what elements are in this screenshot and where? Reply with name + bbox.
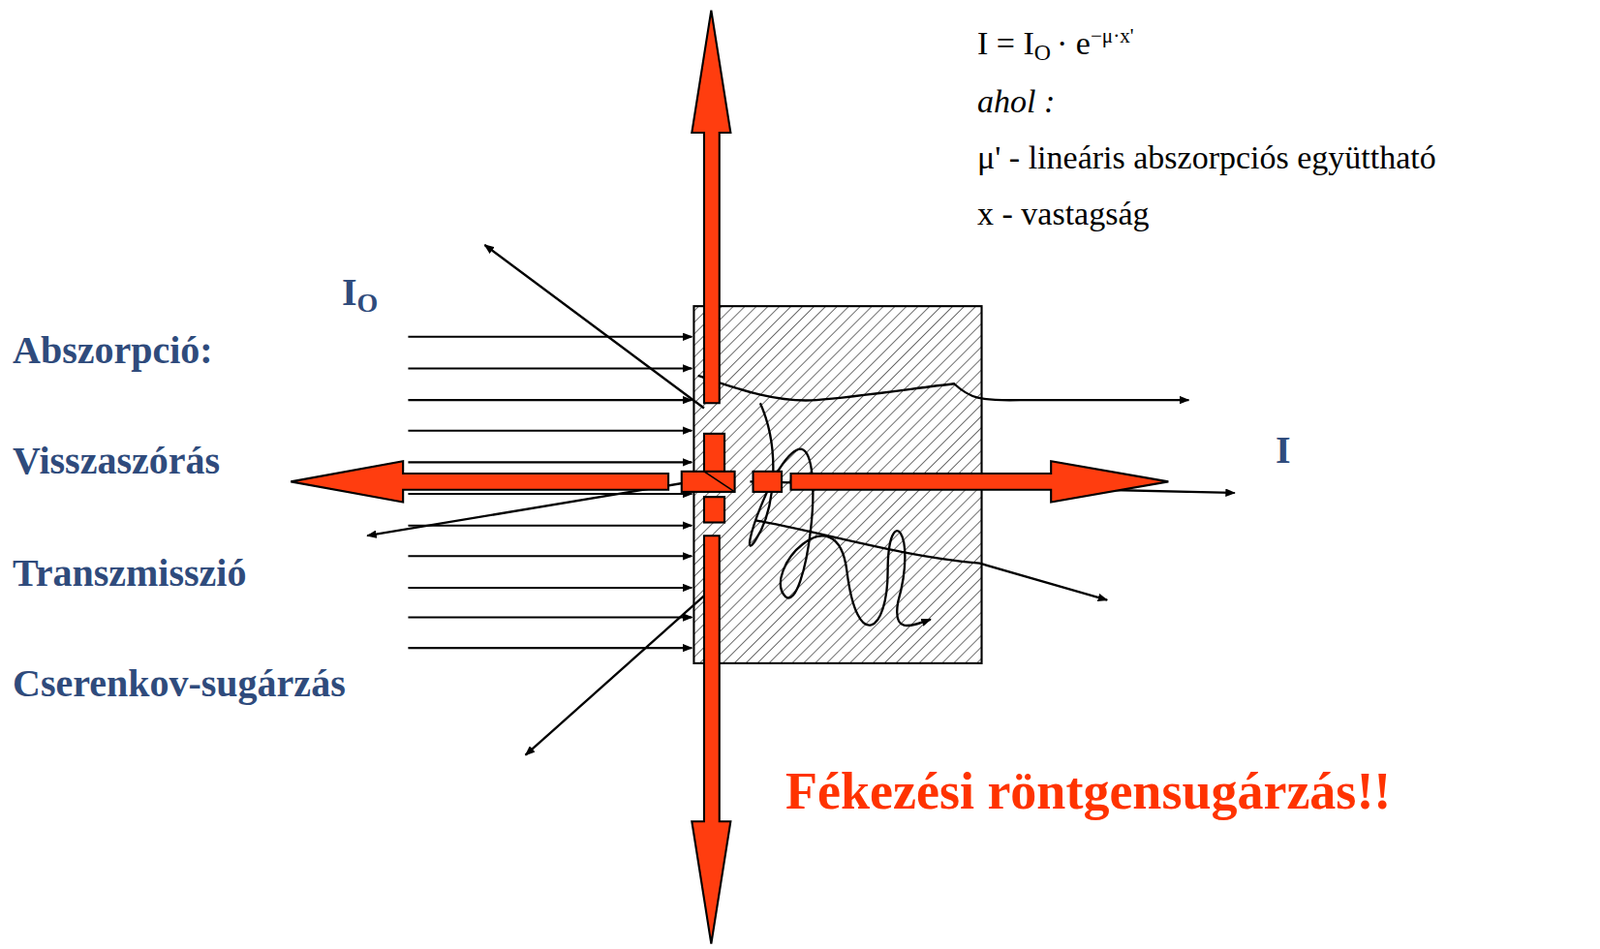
red-arrow	[290, 461, 669, 502]
red-arrow	[691, 535, 731, 944]
incoming-ray	[407, 336, 692, 339]
formula-exponent: −μ·x'	[1090, 24, 1135, 48]
formula: I = IO· e−μ·x'	[977, 27, 1134, 61]
formula-note: x - vastagság	[977, 197, 1150, 231]
red-arrow	[791, 461, 1170, 502]
red-block-edge	[704, 471, 736, 493]
process-label: Cserenkov-sugárzás	[12, 664, 346, 704]
formula-text: · e	[1056, 25, 1091, 62]
intensity-label: IO	[341, 273, 378, 312]
particle-tracks	[367, 245, 1235, 756]
incoming-beam	[407, 337, 692, 648]
process-label: Abszorpció:	[12, 328, 214, 372]
intensity-label: I	[1275, 430, 1292, 470]
warning-note: Fékezési röntgensugárzás!!	[785, 762, 1391, 821]
incoming-ray	[407, 492, 692, 495]
intensity-symbol: I	[1275, 428, 1292, 472]
symbol-definition: x - vastagság	[977, 195, 1150, 232]
process-label: Cserenkov-sugárzás	[12, 661, 346, 706]
process-label: Visszaszórás	[12, 441, 220, 481]
backscatter-track	[484, 245, 705, 409]
incoming-ray	[407, 646, 692, 649]
process-label: Visszaszórás	[12, 438, 220, 483]
formula-subscript: O	[1034, 39, 1051, 65]
backscatter-track	[525, 586, 715, 756]
red-block	[753, 471, 783, 493]
incoming-ray	[407, 554, 692, 557]
process-label: Abszorpció:	[12, 331, 214, 370]
process-label: Transzmisszió	[12, 551, 247, 595]
formula-note: μ' - lineáris abszorpciós együttható	[977, 141, 1437, 175]
formula-text: I = I	[977, 25, 1035, 62]
process-label: Transzmisszió	[12, 553, 247, 593]
incoming-ray	[407, 399, 692, 401]
intensity-subscript: O	[357, 287, 379, 318]
intensity-symbol: I	[341, 270, 358, 314]
formula-note: ahol :	[977, 83, 1055, 120]
incoming-ray	[407, 461, 692, 463]
transmitted-track	[698, 375, 1190, 401]
incoming-ray	[407, 586, 692, 589]
warning-note: Fékezési röntgensugárzás!!	[785, 765, 1391, 818]
incoming-ray	[407, 615, 692, 618]
incoming-ray	[407, 524, 692, 527]
red-block	[681, 471, 736, 493]
symbol-definition: μ' - lineáris abszorpciós együttható	[977, 139, 1437, 176]
red-arrow	[691, 10, 731, 404]
absorbed-track	[749, 402, 931, 626]
formula-note: ahol :	[977, 85, 1055, 119]
red-block	[704, 496, 725, 523]
scattered-track	[755, 520, 1108, 600]
incoming-ray	[407, 430, 692, 432]
